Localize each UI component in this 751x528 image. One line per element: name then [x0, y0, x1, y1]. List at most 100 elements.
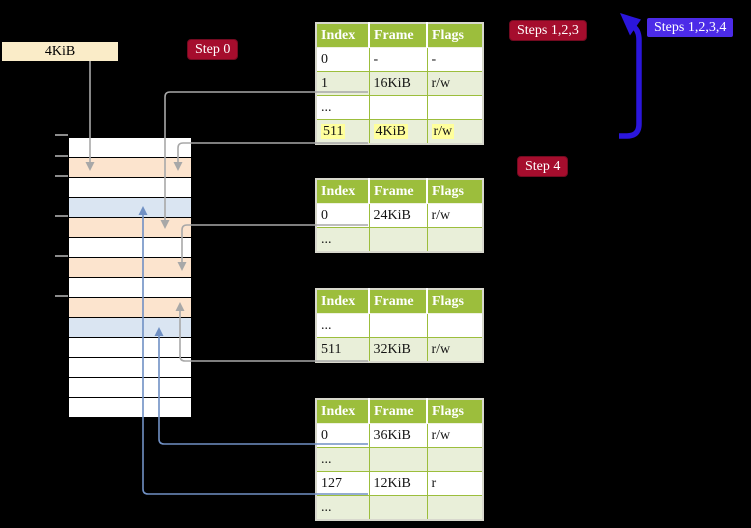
- col-header-index: Index: [316, 23, 369, 48]
- page-size-label: 4KiB: [2, 42, 118, 61]
- col-header-index: Index: [316, 179, 369, 204]
- cell-frame: 12KiB: [368, 471, 428, 496]
- cell-frame: 36KiB: [368, 423, 428, 448]
- cell-frame: 4KiB: [368, 119, 428, 145]
- table-header-row: Index Frame Flags: [316, 289, 483, 314]
- arrowhead-upleft-icon: [620, 13, 641, 36]
- col-header-flags: Flags: [426, 289, 483, 314]
- table-row: ...: [315, 95, 484, 120]
- cell-flags: [426, 95, 484, 120]
- cell-flags: r/w: [426, 71, 484, 96]
- cell-index: 511: [315, 337, 370, 363]
- cell-flags: r: [426, 471, 484, 496]
- cell-flags: r/w: [426, 203, 484, 228]
- address-tick: [55, 295, 68, 297]
- table-row: ...: [315, 447, 484, 472]
- big-steps-arrow: [619, 13, 642, 139]
- cell-flags: [426, 495, 484, 521]
- memory-frame-cell-blue: [69, 318, 191, 338]
- cell-index: 0: [315, 47, 370, 72]
- badge-steps-1234: Steps 1,2,3,4: [647, 18, 734, 37]
- cell-index: 127: [315, 471, 370, 496]
- page-table-4: Index Frame Flags 0 36KiB r/w ... 127 12…: [315, 398, 484, 521]
- cell-flags: [426, 227, 484, 253]
- memory-frame-cell-peach: [69, 218, 191, 238]
- memory-frame-cell-white: [69, 178, 191, 198]
- col-header-frame: Frame: [368, 399, 427, 424]
- table-row: 0 24KiB r/w: [315, 203, 484, 228]
- col-header-flags: Flags: [426, 399, 483, 424]
- highlight: 511: [321, 123, 346, 139]
- memory-frame-cell-white: [69, 338, 191, 358]
- physical-memory-column: [68, 137, 192, 418]
- connector-pt1-row511-to-frame-4kib: [177, 142, 368, 162]
- page-table-2: Index Frame Flags 0 24KiB r/w ...: [315, 178, 484, 253]
- cell-frame: [368, 447, 428, 472]
- address-tick: [55, 215, 68, 217]
- cell-frame: -: [368, 47, 428, 72]
- cell-index: 0: [315, 423, 370, 448]
- table-header-row: Index Frame Flags: [316, 179, 483, 204]
- cell-flags: r/w: [426, 423, 484, 448]
- cell-index: ...: [315, 313, 370, 338]
- address-tick: [55, 175, 68, 177]
- table-row: 511 32KiB r/w: [315, 337, 484, 363]
- memory-frame-cell-peach: [69, 158, 191, 178]
- cell-frame: 32KiB: [368, 337, 428, 363]
- memory-frame-cell-white: [69, 138, 191, 158]
- cell-frame: [368, 495, 428, 521]
- cell-flags: r/w: [426, 119, 484, 145]
- table-header-row: Index Frame Flags: [316, 399, 483, 424]
- memory-frame-cell-white: [69, 278, 191, 298]
- col-header-frame: Frame: [368, 289, 427, 314]
- highlight: 4KiB: [373, 123, 408, 139]
- cell-index: 511: [315, 119, 370, 145]
- cell-frame: [368, 313, 428, 338]
- table-row-highlighted: 511 4KiB r/w: [315, 119, 484, 145]
- cell-flags: [426, 447, 484, 472]
- page-table-3: Index Frame Flags ... 511 32KiB r/w: [315, 288, 484, 363]
- cell-index: ...: [315, 95, 370, 120]
- table-header-row: Index Frame Flags: [316, 23, 483, 48]
- cell-frame: 24KiB: [368, 203, 428, 228]
- cell-flags: r/w: [426, 337, 484, 363]
- table-row: 1 16KiB r/w: [315, 71, 484, 96]
- address-tick: [55, 255, 68, 257]
- memory-frame-cell-white: [69, 398, 191, 417]
- memory-frame-cell-white: [69, 378, 191, 398]
- cell-index: ...: [315, 227, 370, 253]
- table-row: 0 36KiB r/w: [315, 423, 484, 448]
- cell-flags: -: [426, 47, 484, 72]
- address-tick: [55, 155, 68, 157]
- memory-frame-cell-white: [69, 358, 191, 378]
- memory-frame-cell-white: [69, 238, 191, 258]
- col-header-index: Index: [316, 399, 369, 424]
- highlight: r/w: [431, 123, 455, 139]
- cell-index: 0: [315, 203, 370, 228]
- col-header-flags: Flags: [426, 23, 483, 48]
- table-row: 127 12KiB r: [315, 471, 484, 496]
- table-row: ...: [315, 313, 484, 338]
- cell-flags: [426, 313, 484, 338]
- memory-frame-cell-peach: [69, 258, 191, 278]
- cell-frame: 16KiB: [368, 71, 428, 96]
- col-header-frame: Frame: [368, 179, 427, 204]
- memory-frame-cell-blue: [69, 198, 191, 218]
- page-table-1: Index Frame Flags 0 - - 1 16KiB r/w ...: [315, 22, 484, 145]
- cell-index: 1: [315, 71, 370, 96]
- badge-step-0: Step 0: [187, 39, 239, 60]
- badge-step-4: Step 4: [517, 156, 569, 177]
- table-row: 0 - -: [315, 47, 484, 72]
- address-tick: [55, 134, 68, 136]
- table-row: ...: [315, 495, 484, 521]
- col-header-index: Index: [316, 289, 369, 314]
- memory-frame-cell-peach: [69, 298, 191, 318]
- col-header-flags: Flags: [426, 179, 483, 204]
- cell-frame: [368, 95, 428, 120]
- table-row: ...: [315, 227, 484, 253]
- badge-steps-123: Steps 1,2,3: [509, 20, 587, 41]
- cell-index: ...: [315, 495, 370, 521]
- col-header-frame: Frame: [368, 23, 427, 48]
- cell-index: ...: [315, 447, 370, 472]
